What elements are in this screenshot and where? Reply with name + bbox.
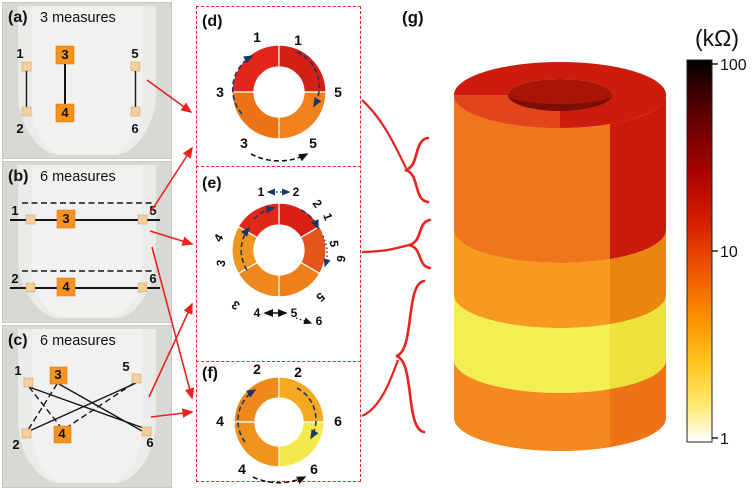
cylinder-band <box>610 95 666 260</box>
electrode-pad <box>130 106 141 117</box>
cylinder-label: (g) <box>402 8 424 27</box>
electrode-label: 2 <box>16 121 23 136</box>
cylinder-band <box>610 295 666 390</box>
cylinder-band <box>610 360 666 448</box>
electrode-label: 4 <box>62 279 70 294</box>
electrode-pad <box>21 428 32 439</box>
brace-top <box>404 136 430 204</box>
electrode-label: 1 <box>16 46 23 61</box>
colorbar-unit-label: (kΩ) <box>695 25 739 51</box>
brace-middle <box>408 218 432 270</box>
electrode-pad <box>131 373 142 384</box>
electrode-pad-active <box>55 103 75 123</box>
measure-wire-dashed <box>65 382 135 429</box>
electrode-pad-active <box>56 277 76 297</box>
beaker-highlight <box>32 6 142 154</box>
cylinder-band <box>454 95 610 264</box>
measure-wire <box>26 382 137 433</box>
cylinder-band <box>610 230 666 325</box>
ring-to-brace-leader <box>361 359 400 418</box>
panel-b-figure: (b) 6 measures 1 3 5 2 4 6 <box>1 160 173 324</box>
electrode-pad <box>141 426 152 437</box>
electrode-label: 3 <box>62 211 69 226</box>
colorbar: (kΩ) 100 10 1 <box>686 25 747 448</box>
cylinder-band <box>454 360 610 452</box>
ring-box-divider <box>196 166 361 167</box>
cylinder-band <box>454 230 610 329</box>
electrode-label: 1 <box>14 363 21 378</box>
electrode-pad <box>21 61 32 72</box>
measure-wire <box>58 383 143 432</box>
electrode-pad <box>137 214 148 225</box>
electrode-label: 3 <box>61 47 68 62</box>
beaker-highlight <box>32 165 142 317</box>
electrode-pad <box>25 214 36 225</box>
panel-label: (a) <box>8 9 28 26</box>
cylinder-top-face-front <box>454 95 560 128</box>
electrode-pad-active <box>53 425 72 444</box>
panel-label: (b) <box>8 168 28 185</box>
ring-group-box <box>196 6 361 482</box>
electrode-label: 5 <box>131 46 138 61</box>
electrode-label: 4 <box>61 105 69 120</box>
ring-to-brace-leader <box>361 243 410 254</box>
electrode-pad <box>21 106 32 117</box>
cylinder-top-face <box>454 62 666 128</box>
panel-title: 6 measures <box>40 333 116 349</box>
electrode-pad <box>130 61 141 72</box>
electrode-pad <box>25 282 36 293</box>
ring-box-divider <box>196 361 361 362</box>
colorbar-tick-label: 100 <box>720 57 747 74</box>
panel-title: 6 measures <box>40 169 116 185</box>
electrode-pad <box>137 282 148 293</box>
measure-wire-dashed <box>28 386 61 427</box>
electrode-pad-active <box>49 366 68 385</box>
electrode-label: 4 <box>58 426 66 441</box>
electrode-label: 6 <box>131 121 138 136</box>
panel-a: (a) 3 measures 1 2 3 4 5 6 <box>1 1 173 164</box>
electrode-label: 3 <box>54 367 61 382</box>
panel-label: (c) <box>8 332 28 349</box>
electrode-pad <box>23 377 34 388</box>
electrode-label: 1 <box>11 203 18 218</box>
electrode-label: 6 <box>149 271 156 286</box>
cylinder-band <box>454 295 610 394</box>
panel-b: (b) 6 measures 1 3 5 2 4 6 <box>1 160 173 328</box>
brace-bottom <box>395 279 426 434</box>
electrode-label: 2 <box>11 271 18 286</box>
panel-a-figure: (a) 3 measures 1 2 3 4 5 6 <box>1 1 173 160</box>
colorbar-gradient-bar <box>686 59 713 443</box>
electrode-label: 6 <box>146 435 153 450</box>
electrode-pad-active <box>56 209 76 229</box>
panel-c-figure: (c) 6 measures 1 3 5 2 4 6 <box>1 324 173 488</box>
panel-title: 3 measures <box>40 10 116 26</box>
colorbar-tick-label: 1 <box>720 431 729 448</box>
electrode-label: 5 <box>149 203 156 218</box>
ring-to-brace-leader <box>361 99 407 169</box>
cylinder-hole-shadow <box>508 95 612 111</box>
colorbar-tick-label: 10 <box>720 244 738 261</box>
electrode-label: 5 <box>122 359 129 374</box>
electrode-label: 2 <box>12 437 19 452</box>
cylinder-hole <box>508 79 612 111</box>
cylinder-3d <box>454 62 666 452</box>
panel-c: (c) 6 measures 1 3 5 2 4 6 <box>1 324 173 488</box>
